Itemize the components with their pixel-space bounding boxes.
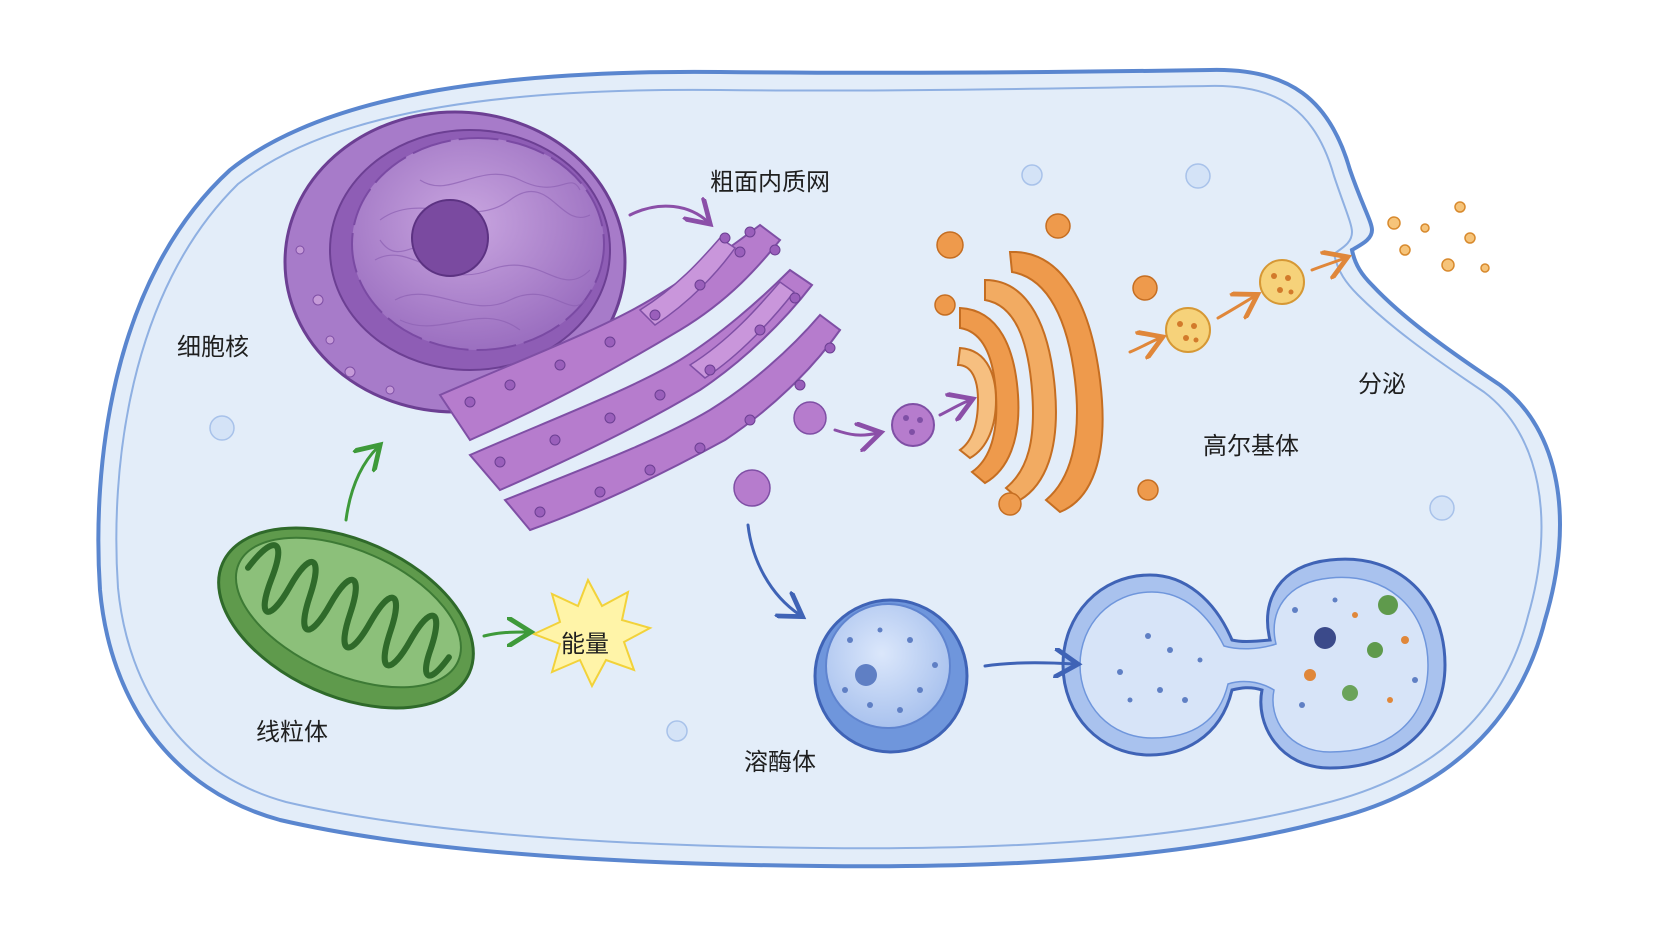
arrow-golgi-to-vesicle [1128,338,1160,352]
nucleus [283,110,627,414]
arrow-mito-to-nucleus [344,447,378,522]
secreted-particles [1387,201,1490,273]
er-vesicles [733,401,827,507]
secretory-vesicles [1165,259,1305,353]
nucleolus [411,199,489,277]
label-golgi: 高尔基体 [1203,432,1299,460]
rough-er [438,223,842,532]
lysosome [813,598,969,754]
transport-vesicle [891,403,935,447]
energy-burst [531,577,653,689]
arrow-vesicle-to-vesicle [1216,296,1255,318]
golgi-apparatus [934,213,1159,516]
arrow-nucleus-to-er [628,206,708,222]
label-mitochondrion: 线粒体 [256,718,328,746]
label-rough-er: 粗面内质网 [710,168,830,196]
label-nucleus: 细胞核 [177,333,249,361]
labels: 细胞核 粗面内质网 高尔基体 分泌 线粒体 能量 溶酶体 [177,168,1406,776]
fusing-lysosome [1061,557,1447,770]
arrow-vesicle-to-golgi [938,400,970,415]
arrow-lysosome-to-fusion [983,663,1075,666]
arrow-vesicle-to-membrane [1310,258,1345,270]
cytoplasm-bubbles [209,163,1455,742]
arrow-er-to-vesicle [833,430,878,435]
label-lysosome: 溶酶体 [744,748,816,776]
label-energy: 能量 [561,630,609,658]
arrows [344,206,1345,666]
label-secretion: 分泌 [1358,370,1406,398]
mitochondrion [217,526,475,710]
arrow-er-to-lysosome [746,523,800,615]
arrow-mito-to-energy [482,632,528,636]
